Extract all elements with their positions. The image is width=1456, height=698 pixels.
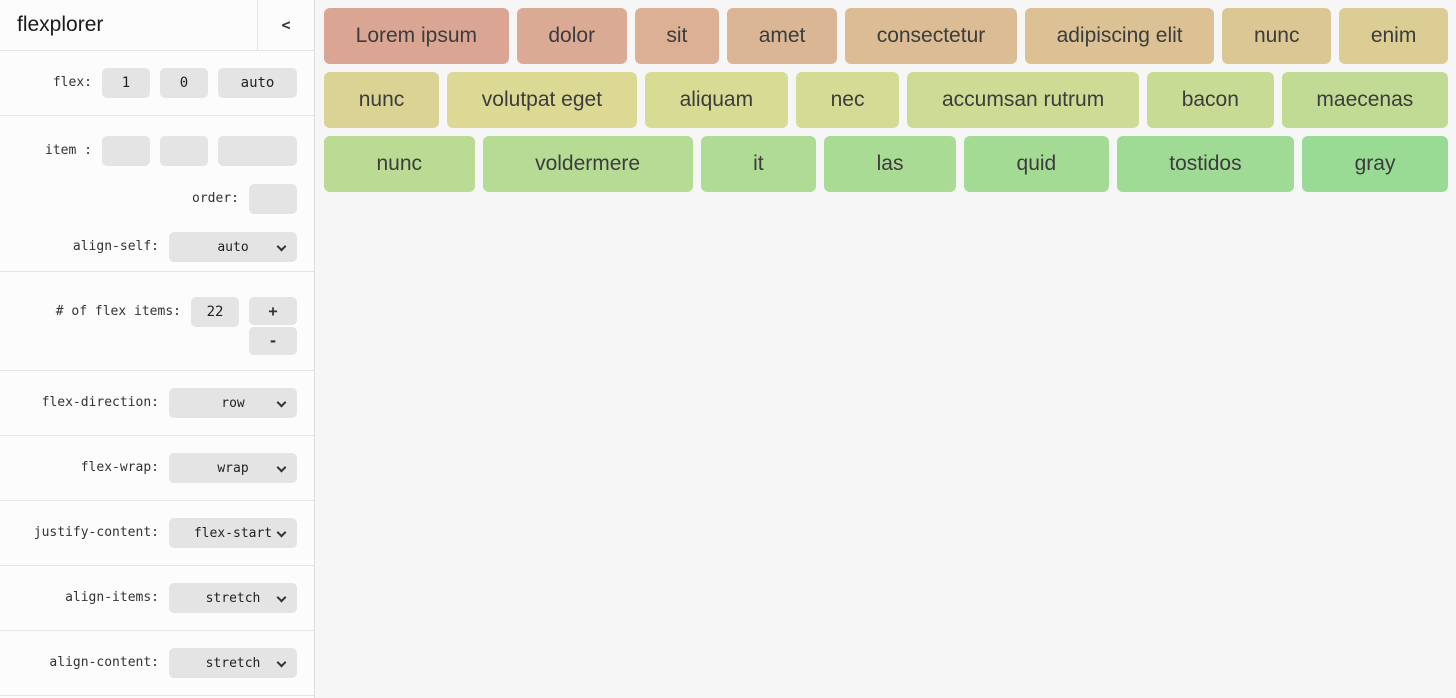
flex-grow-input[interactable] bbox=[102, 68, 150, 98]
sidebar-collapse-button[interactable]: < bbox=[257, 0, 314, 50]
count-stepper: + - bbox=[249, 297, 297, 355]
flex-basis-input[interactable] bbox=[218, 68, 297, 98]
chevron-down-icon bbox=[276, 657, 287, 668]
order-row-controls: order: bbox=[17, 184, 297, 214]
flex-item[interactable]: dolor bbox=[516, 8, 627, 64]
section-flex-direction: flex-direction: row bbox=[0, 371, 314, 436]
flex-item[interactable]: tostidos bbox=[1116, 136, 1295, 192]
section-flex-wrap: flex-wrap: wrap bbox=[0, 436, 314, 501]
flex-direction-value: row bbox=[221, 395, 245, 411]
chevron-down-icon bbox=[276, 592, 287, 603]
section-align-content: align-content: stretch bbox=[0, 631, 314, 696]
justify-content-value: flex-start bbox=[193, 525, 273, 541]
flex-direction-row: flex-direction: row bbox=[17, 388, 297, 418]
flex-item[interactable]: volutpat eget bbox=[447, 72, 637, 128]
count-row-controls: # of flex items: + - bbox=[17, 297, 297, 355]
section-item: item : order: align-self: auto bbox=[0, 116, 314, 272]
flex-item[interactable]: nunc bbox=[324, 72, 440, 128]
flex-shrink-input[interactable] bbox=[160, 68, 208, 98]
item-label: item : bbox=[45, 143, 92, 158]
flex-direction-select[interactable]: row bbox=[169, 388, 297, 418]
align-self-row: align-self: auto bbox=[17, 232, 297, 262]
flex-item[interactable]: voldermere bbox=[482, 136, 693, 192]
item-grow-input[interactable] bbox=[102, 136, 150, 166]
flex-item[interactable]: quid bbox=[964, 136, 1109, 192]
flex-wrap-value: wrap bbox=[217, 460, 249, 476]
chevron-down-icon bbox=[276, 241, 287, 252]
flex-item[interactable]: consectetur bbox=[845, 8, 1017, 64]
flex-item[interactable]: Lorem ipsum bbox=[324, 8, 509, 64]
flex-item[interactable]: nunc bbox=[324, 136, 475, 192]
align-self-value: auto bbox=[217, 239, 249, 255]
flex-item[interactable]: amet bbox=[727, 8, 838, 64]
section-align-items: align-items: stretch bbox=[0, 566, 314, 631]
flex-item[interactable]: nec bbox=[795, 72, 900, 128]
justify-content-row: justify-content: flex-start bbox=[17, 518, 297, 548]
decrement-button[interactable]: - bbox=[249, 327, 297, 355]
flex-direction-label: flex-direction: bbox=[41, 395, 159, 410]
align-content-value: stretch bbox=[205, 655, 261, 671]
justify-content-label: justify-content: bbox=[33, 525, 159, 540]
chevron-down-icon bbox=[276, 527, 287, 538]
flex-item[interactable]: it bbox=[700, 136, 817, 192]
increment-button[interactable]: + bbox=[249, 297, 297, 325]
flex-item[interactable]: sit bbox=[634, 8, 720, 64]
align-items-row: align-items: stretch bbox=[17, 583, 297, 613]
page-title: flexplorer bbox=[17, 13, 104, 36]
flex-items-count-label: # of flex items: bbox=[55, 304, 181, 319]
align-content-label: align-content: bbox=[49, 655, 159, 670]
align-self-select[interactable]: auto bbox=[169, 232, 297, 262]
flex-item[interactable]: adipiscing elit bbox=[1024, 8, 1215, 64]
sidebar-header: flexplorer < bbox=[0, 0, 314, 51]
item-shrink-input[interactable] bbox=[160, 136, 208, 166]
align-content-select[interactable]: stretch bbox=[169, 648, 297, 678]
flex-item[interactable]: nunc bbox=[1222, 8, 1332, 64]
align-items-value: stretch bbox=[205, 590, 261, 606]
item-basis-input[interactable] bbox=[218, 136, 297, 166]
flex-wrap-select[interactable]: wrap bbox=[169, 453, 297, 483]
flex-item[interactable]: las bbox=[824, 136, 957, 192]
flex-item[interactable]: gray bbox=[1302, 136, 1448, 192]
flex-item[interactable]: bacon bbox=[1146, 72, 1274, 128]
align-content-row: align-content: stretch bbox=[17, 648, 297, 678]
sidebar: flexplorer < flex: item : order: align-s… bbox=[0, 0, 315, 698]
flex-row-controls: flex: bbox=[17, 68, 297, 98]
align-items-select[interactable]: stretch bbox=[169, 583, 297, 613]
item-row-controls: item : bbox=[17, 136, 297, 166]
flex-item[interactable]: aliquam bbox=[644, 72, 788, 128]
align-self-label: align-self: bbox=[72, 239, 159, 254]
order-label: order: bbox=[192, 191, 239, 206]
justify-content-select[interactable]: flex-start bbox=[169, 518, 297, 548]
chevron-left-icon: < bbox=[281, 16, 291, 34]
flex-wrap-row: flex-wrap: wrap bbox=[17, 453, 297, 483]
chevron-down-icon bbox=[276, 397, 287, 408]
flex-item[interactable]: enim bbox=[1339, 8, 1448, 64]
align-items-label: align-items: bbox=[65, 590, 159, 605]
flex-wrap-label: flex-wrap: bbox=[80, 460, 159, 475]
flex-item[interactable]: accumsan rutrum bbox=[907, 72, 1139, 128]
order-input[interactable] bbox=[249, 184, 297, 214]
flex-items-count-input[interactable] bbox=[191, 297, 239, 327]
flex-label: flex: bbox=[52, 75, 92, 90]
section-flex: flex: bbox=[0, 51, 314, 116]
chevron-down-icon bbox=[276, 462, 287, 473]
section-justify-content: justify-content: flex-start bbox=[0, 501, 314, 566]
section-flex-items-count: # of flex items: + - bbox=[0, 272, 314, 371]
flex-item[interactable]: maecenas bbox=[1281, 72, 1449, 128]
